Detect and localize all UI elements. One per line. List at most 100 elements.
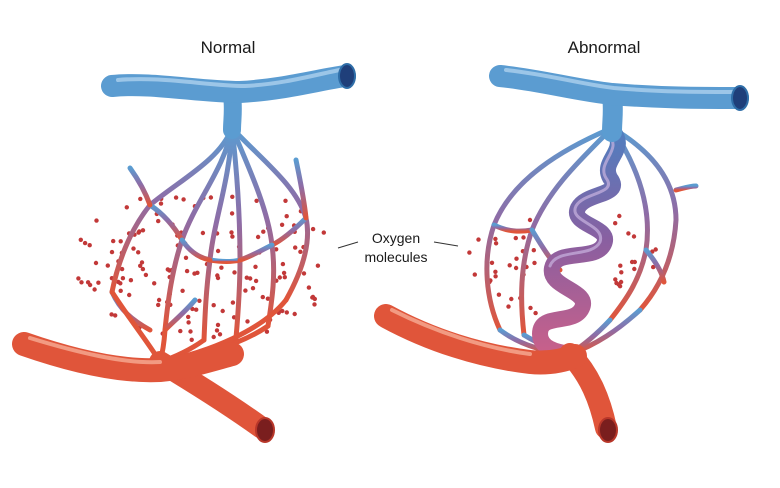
oxygen-molecule-dot [188, 329, 193, 334]
oxygen-molecule-dot [230, 300, 236, 305]
oxygen-molecule-dot [138, 196, 143, 202]
oxygen-molecule-dot [215, 273, 220, 278]
oxygen-molecule-dot [244, 275, 249, 280]
capillary-path [127, 165, 153, 208]
arteriole-path [109, 289, 163, 365]
oxygen-molecules-normal [76, 189, 326, 342]
abnormal-capillary-network [484, 125, 699, 357]
oxygen-molecule-dot [94, 218, 99, 223]
oxygen-molecule-dot [128, 278, 134, 283]
oxygen-molecule-dot [217, 332, 223, 337]
oxygen-molecule-dot [232, 270, 237, 275]
oxygen-molecule-dot [472, 272, 477, 277]
oxygen-molecule-dot [310, 226, 316, 232]
oxygen-molecule-dot [76, 276, 81, 281]
oxygen-molecule-dot [180, 288, 185, 293]
oxygen-molecule-dot [158, 201, 164, 206]
oxygen-molecule-dot [312, 302, 317, 307]
oxygen-molecule-dot [248, 276, 253, 281]
oxygen-molecule-dot [118, 288, 123, 293]
oxygen-callout: Oxygen molecules [337, 230, 459, 265]
oxygen-molecule-dot [143, 272, 149, 278]
oxygen-molecule-dot [306, 285, 312, 290]
abnormal-vein-lumen [731, 85, 749, 111]
oxygen-molecule-dot [298, 249, 303, 254]
oxygen-molecule-dot [467, 250, 472, 255]
capillary-path [237, 242, 275, 263]
oxygen-molecule-dot [120, 276, 126, 281]
capillary-path [293, 157, 309, 221]
abnormal-vein [489, 65, 749, 109]
oxygen-molecule-dot [109, 312, 114, 317]
oxygen-molecule-dot [181, 197, 186, 202]
normal-vein-highlight [116, 68, 342, 88]
oxygen-molecule-dot [184, 268, 190, 274]
oxygen-molecule-dot [493, 274, 498, 279]
oxygen-molecule-dot [79, 280, 84, 285]
oxygen-molecule-dot [87, 243, 92, 248]
oxygen-molecule-dot [109, 249, 115, 255]
oxygen-molecule-dot [631, 234, 637, 239]
oxygen-molecule-dot [253, 278, 259, 284]
oxygen-molecule-dot [651, 264, 656, 270]
oxygen-molecule-dot [619, 270, 624, 275]
oxygen-molecule-dot [186, 314, 191, 320]
oxygen-molecule-dot [476, 237, 481, 242]
oxygen-molecule-dot [92, 287, 97, 292]
capillary-path [201, 125, 235, 343]
oxygen-molecule-dot [310, 294, 316, 300]
oxygen-molecule-dot [118, 239, 123, 244]
oxygen-molecule-dot [618, 279, 624, 285]
oxygen-molecule-dot [78, 237, 84, 242]
oxygen-molecule-dot [200, 230, 206, 236]
oxygen-molecule-dot [208, 195, 214, 200]
oxygen-molecule-dot [127, 292, 132, 298]
oxygen-molecule-dot [82, 240, 88, 246]
oxygen-molecule-dot [229, 211, 235, 216]
capillary-path [269, 215, 309, 248]
abnormal-panel: Abnormal [374, 38, 749, 443]
capillary-path [491, 222, 535, 234]
oxygen-molecule-dot [284, 214, 289, 219]
oxygen-molecule-dot [321, 230, 326, 235]
oxygen-molecule-dot [183, 255, 189, 260]
oxygen-molecule-dot [124, 205, 129, 210]
oxygen-molecule-dot [140, 266, 146, 272]
oxygen-molecule-dot [113, 313, 118, 318]
oxygen-molecule-dot [533, 310, 538, 316]
oxygen-molecule-dot [189, 337, 194, 342]
oxygen-molecule-dot [87, 282, 93, 288]
oxygen-molecule-dot [509, 296, 514, 302]
abnormal-panel-title: Abnormal [568, 38, 641, 57]
oxygen-molecule-dot [629, 259, 635, 265]
oxygen-molecule-dot [136, 230, 141, 235]
oxygen-molecule-dot [156, 218, 161, 224]
oxygen-molecule-dot [506, 304, 511, 309]
oxygen-molecule-dot [214, 328, 220, 333]
oxygen-molecule-dot [156, 297, 162, 303]
oxygen-molecule-dot [279, 222, 285, 227]
oxygen-molecule-dot [521, 235, 526, 240]
capillary-path [673, 183, 699, 193]
oxygen-molecule-dot [261, 229, 266, 234]
oxygen-molecule-dot [618, 263, 623, 268]
oxygen-molecule-dot [139, 260, 145, 265]
oxygen-molecule-dot [514, 256, 519, 261]
oxygen-molecule-dot [220, 308, 225, 314]
normal-vein-lumen [338, 63, 356, 89]
capillary-path [147, 202, 185, 243]
oxygen-molecule-dot [653, 247, 658, 252]
normal-panel: Normal [12, 38, 356, 443]
oxygen-molecule-dot [105, 263, 111, 268]
oxygen-molecule-dot [156, 302, 161, 308]
leader-line-left [337, 241, 359, 249]
normal-artery-highlight [28, 336, 162, 365]
oxygen-molecule-dot [253, 264, 258, 269]
oxygen-molecule-dot [626, 231, 631, 236]
oxygen-molecule-dot [186, 320, 191, 325]
oxygen-molecule-dot [281, 270, 287, 276]
oxygen-molecule-dot [138, 263, 143, 268]
oxygen-molecule-dot [260, 294, 265, 300]
oxygen-molecule-dot [493, 269, 498, 274]
normal-vein [101, 65, 356, 103]
